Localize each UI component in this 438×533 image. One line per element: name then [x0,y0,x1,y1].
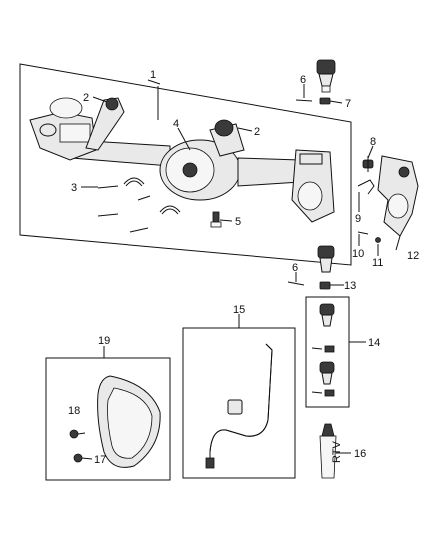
ball-joint-kit-box [305,296,350,408]
callout-10: 10 [352,248,364,260]
callout-18: 18 [68,405,80,417]
differential-cover [69,375,161,468]
upper-ball-joint [295,59,336,105]
callout-16: 16 [354,448,366,460]
callout-19: 19 [98,335,110,347]
callout-7: 7 [345,98,351,110]
callout-1: 1 [150,69,156,81]
callout-15: 15 [233,304,245,316]
differential-cover-box [45,357,171,481]
axle-housing [29,97,335,223]
callout-2-left: 2 [83,92,89,104]
callout-4: 4 [173,118,179,130]
ball-joint-kit-parts [311,303,335,397]
axle-assembly-panel [19,63,352,266]
callout-6-lower: 6 [292,262,298,274]
rtv-sealant-tube: RTV [319,423,343,479]
callout-8: 8 [370,136,376,148]
vent-fitting [210,211,222,228]
callout-14: 14 [368,337,380,349]
vent-hose [205,343,273,469]
callout-6-upper: 6 [300,74,306,86]
callout-9: 9 [355,213,361,225]
u-bolt-straps [97,177,181,233]
lower-ball-joint [287,245,335,290]
callout-13: 13 [344,280,356,292]
callout-3: 3 [71,182,77,194]
callout-2-right: 2 [254,126,260,138]
rtv-tube-text: RTV [331,441,343,463]
callout-5: 5 [235,216,241,228]
callout-11: 11 [372,257,383,269]
callout-17: 17 [94,454,106,466]
leader-lines [77,79,401,460]
callout-12: 12 [407,250,419,262]
steering-knuckle-group [357,155,419,243]
